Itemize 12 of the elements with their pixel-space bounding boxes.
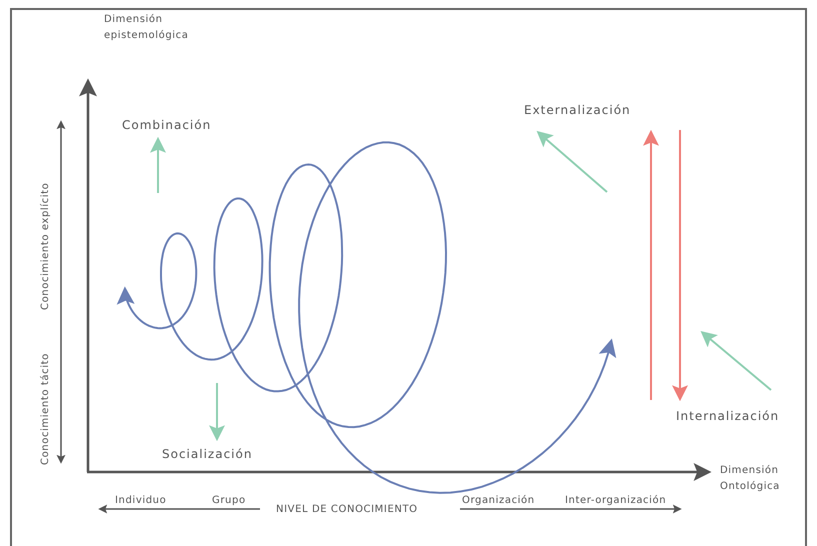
level-label: Organización bbox=[462, 494, 535, 508]
mode-label: Internalización bbox=[676, 408, 780, 424]
level-label: Individuo bbox=[115, 494, 166, 508]
mode-label: Combinación bbox=[122, 117, 212, 133]
axis-label: Conocimiento tácito bbox=[39, 353, 52, 465]
axis-title: Dimensión epistemológica bbox=[104, 13, 190, 43]
level-label: Inter-organización bbox=[565, 494, 666, 508]
axis-title: Dimensión Ontológica bbox=[720, 464, 781, 494]
mode-label: Socialización bbox=[162, 446, 252, 462]
level-label: Grupo bbox=[212, 494, 246, 508]
axis-label: Conocimiento explícito bbox=[39, 182, 52, 310]
mode-label: Externalización bbox=[524, 102, 631, 118]
